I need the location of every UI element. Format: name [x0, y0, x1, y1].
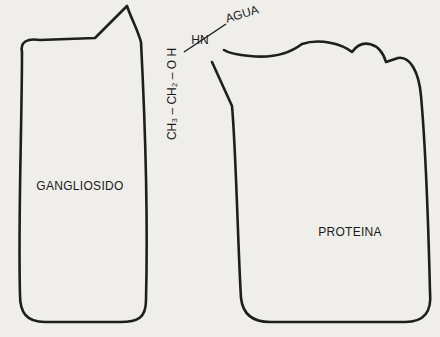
amine-group-label: HN — [191, 33, 208, 47]
shape-label: PROTEINA — [318, 225, 382, 239]
protein-shape: PROTEINA — [200, 30, 437, 327]
water-label: AGUA — [224, 2, 261, 25]
outline-svg — [200, 30, 437, 327]
shape-label: GANGLIOSIDO — [36, 179, 123, 193]
ganglioside-shape: GANGLIOSIDO — [14, 2, 154, 327]
ganglioside-outline — [19, 6, 146, 322]
ethanol-formula: CH₃ – CH₂ – O H — [165, 48, 179, 140]
leader-line — [184, 24, 226, 52]
outline-svg — [14, 2, 154, 327]
protein-outline — [212, 42, 430, 322]
